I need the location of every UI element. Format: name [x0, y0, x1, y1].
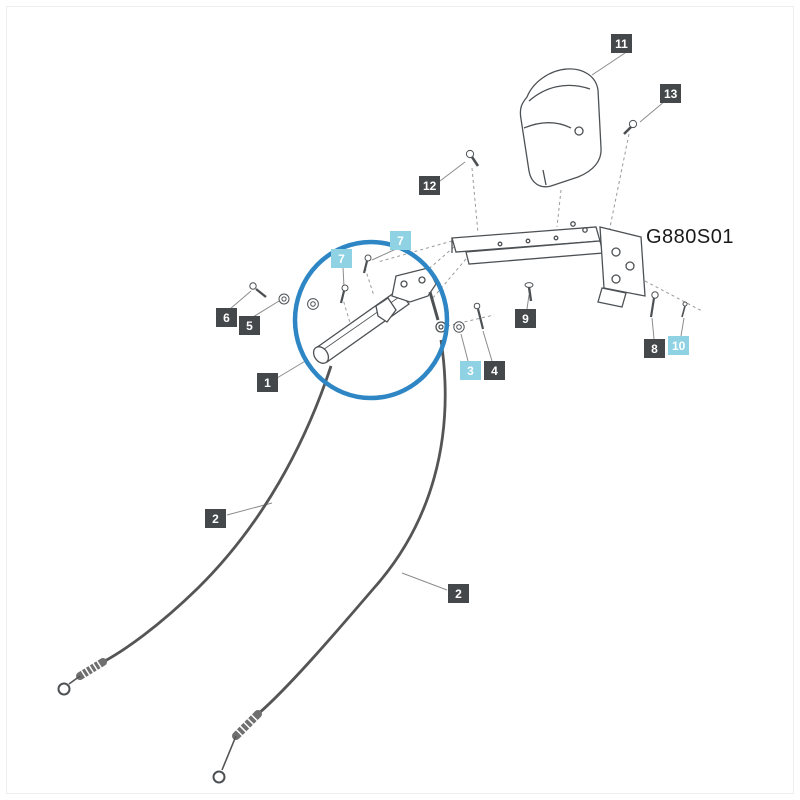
- part-label-3: 3: [460, 361, 481, 380]
- part-label-10: 10: [668, 336, 690, 355]
- part-label-1: 1: [257, 373, 278, 392]
- washer-3: [453, 321, 465, 333]
- part-label-8: 8: [644, 339, 665, 358]
- part-label-13: 13: [660, 84, 682, 103]
- bolt-9: [524, 282, 534, 302]
- bolt-7-upper: [362, 254, 372, 274]
- pin-4: [473, 302, 485, 330]
- cable-left: [57, 365, 333, 696]
- part-code: G880S01: [646, 226, 735, 248]
- part-label-7-lower: 7: [331, 249, 352, 268]
- part-label-9: 9: [515, 309, 536, 328]
- leader-lines: [226, 52, 685, 591]
- part-label-2-right: 2: [448, 584, 469, 603]
- part-label-4: 4: [484, 361, 505, 380]
- cable-right: [212, 339, 447, 784]
- pin-10: [681, 301, 688, 318]
- part-label-2-left: 2: [205, 509, 226, 528]
- alignment-lines: [341, 133, 703, 327]
- part-label-11: 11: [611, 34, 632, 53]
- bolt-7-lower: [339, 284, 349, 304]
- bolt-13: [623, 119, 638, 135]
- bolt-6: [249, 282, 267, 298]
- part-label-6: 6: [216, 308, 237, 327]
- washer-5: [278, 293, 290, 305]
- cover-part: [519, 68, 602, 188]
- pin-8: [649, 291, 659, 318]
- part-label-12: 12: [419, 176, 441, 195]
- bracket-part: [451, 221, 646, 308]
- lever-assembly: [312, 267, 447, 364]
- part-label-5: 5: [239, 316, 260, 335]
- part-label-7-upper: 7: [390, 231, 411, 250]
- highlight-circle: [292, 239, 450, 401]
- bolt-12: [465, 149, 480, 167]
- washer-inner: [307, 298, 319, 310]
